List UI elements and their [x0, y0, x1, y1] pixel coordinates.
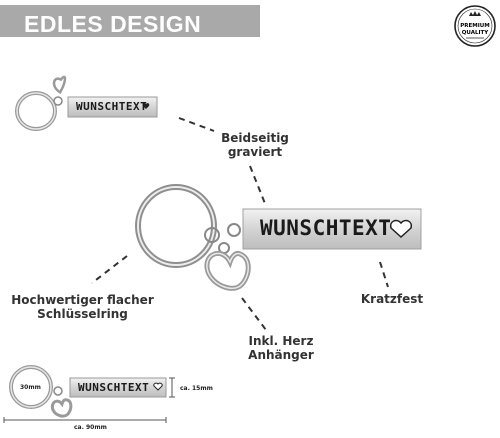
premium-quality-badge: PREMIUM QUALITY — [454, 5, 496, 47]
small-keychain-bottom — [9, 365, 167, 418]
dimension-ring-diameter: 30mm — [20, 384, 41, 391]
badge-seal-icon: PREMIUM QUALITY — [454, 5, 496, 47]
tag-engraving-small-bottom: WUNSCHTEXT — [78, 381, 150, 394]
tag-engraving-large: WUNSCHTEXT — [260, 216, 392, 240]
small-keychain-top — [15, 75, 158, 131]
callout-lines — [91, 117, 389, 331]
tag-engraving-small-top: WUNSCHTEXT — [76, 100, 148, 113]
dimension-lines — [3, 377, 175, 423]
header-bar: EDLES DESIGN — [0, 5, 260, 37]
dimension-width: ca. 90mm — [74, 424, 107, 431]
feature-engraved: Beidseitig graviert — [221, 131, 289, 159]
dimension-height: ca. 15mm — [180, 385, 213, 392]
feature-heart-pendant: Inkl. Herz Anhänger — [248, 334, 314, 362]
badge-line1: PREMIUM — [460, 23, 489, 29]
feature-scratch-resistant: Kratzfest — [360, 292, 424, 306]
badge-line2: QUALITY — [462, 30, 490, 36]
page-title: EDLES DESIGN — [24, 11, 202, 37]
large-keychain — [135, 184, 422, 291]
feature-ring: Hochwertiger flacher Schlüsselring — [11, 293, 154, 321]
